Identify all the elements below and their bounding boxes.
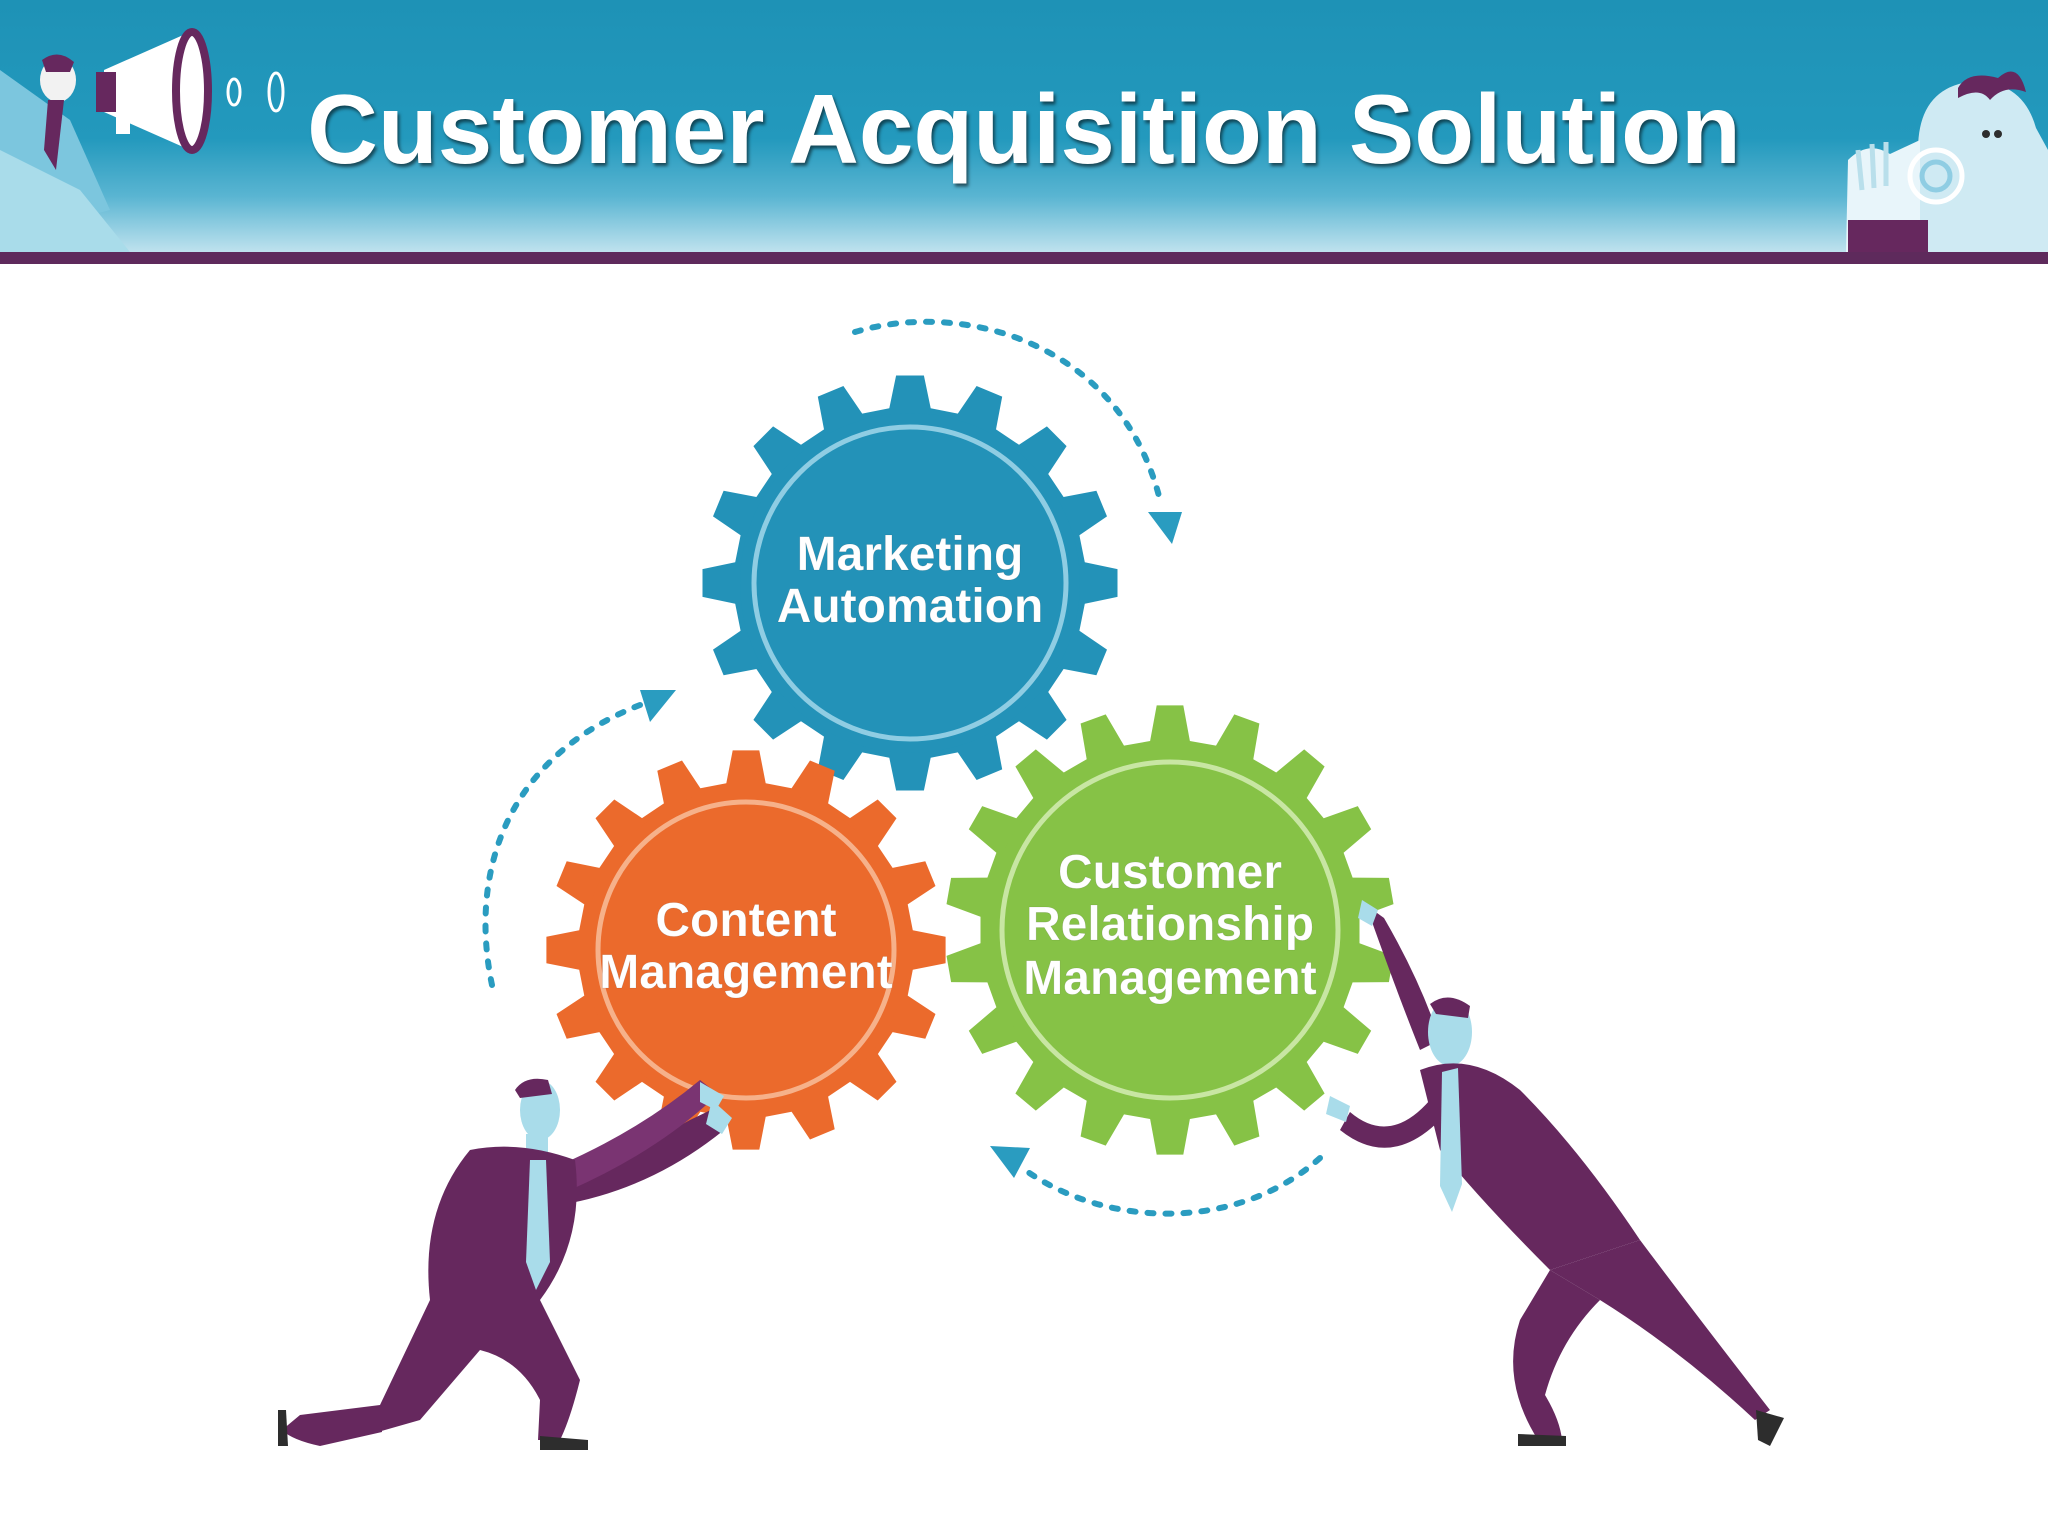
header-banner: Customer Acquisition Solution (0, 0, 2048, 252)
header-divider (0, 252, 2048, 264)
gear-crm (946, 705, 1394, 1155)
cycle-arrow-top (852, 318, 1182, 544)
gear-crm-line1: Customer (1058, 846, 1282, 899)
gear-marketing-line1: Marketing (797, 528, 1024, 581)
gear-crm-line2: Relationship (1026, 898, 1314, 951)
gear-content-line2: Management (599, 946, 892, 999)
gear-marketing-ring (751, 424, 1069, 742)
gear-crm-ring (999, 759, 1341, 1101)
gear-marketing-label: Marketing Automation (776, 528, 1044, 634)
cycle-arrow-left (482, 690, 676, 988)
slide-title: Customer Acquisition Solution (307, 74, 1741, 184)
listening-person-icon (1846, 71, 2048, 252)
gear-content (546, 750, 946, 1150)
gear-crm-label: Customer Relationship Management (1023, 846, 1317, 1006)
gear-content-line1: Content (655, 894, 836, 947)
gear-marketing-line2: Automation (777, 580, 1044, 633)
gear-content-ring (595, 799, 897, 1101)
gear-content-body (584, 788, 908, 1112)
gear-crm-body (986, 746, 1354, 1114)
cycle-arrow-bottom (990, 1146, 1323, 1217)
pushing-businessman (1326, 900, 1784, 1446)
gear-marketing-body (740, 413, 1080, 753)
gear-marketing (702, 375, 1118, 791)
gear-crm-line3: Management (1023, 952, 1316, 1005)
kneeling-businessman (278, 1078, 732, 1450)
gear-layer (546, 375, 1394, 1155)
gear-content-label: Content Management (599, 894, 893, 1000)
megaphone-person-icon (0, 28, 285, 252)
